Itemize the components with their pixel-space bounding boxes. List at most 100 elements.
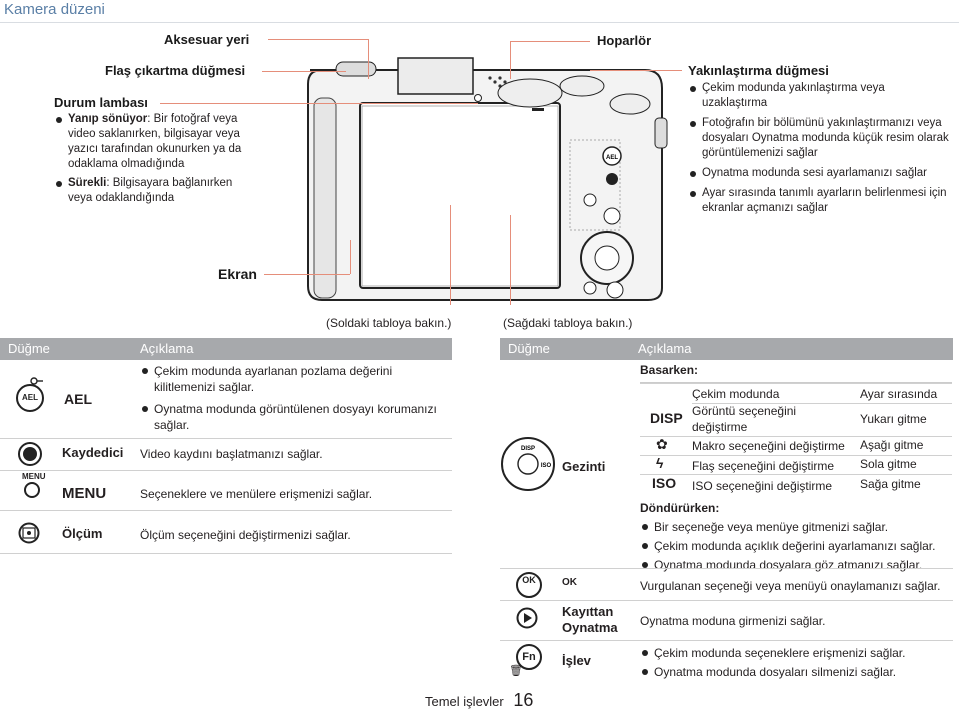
left-table-bottom [0,553,452,554]
ael-button-icon: AEL [16,384,44,412]
zoom-bullet-4: Ayar sırasında tanımlı ayarların belirle… [688,186,953,216]
key-icon [30,377,43,385]
zoom-bullet-3: Oynatma modunda sesi ayarlamanızı sağlar [688,166,953,181]
record-description: Video kaydını başlatmanızı sağlar. [140,447,323,461]
zoom-title: Yakınlaştırma düğmesi [688,63,829,78]
accessory-label: Aksesuar yeri [164,32,250,47]
svg-text:ISO: ISO [541,463,552,469]
inner-rule-4 [640,474,952,475]
metering-icon [18,522,40,544]
metering-description: Ölçüm seçeneğini değiştirmenizi sağlar. [140,528,351,542]
inner-header-shooting: Çekim modunda [692,387,780,401]
screen-label: Ekran [218,266,257,282]
playback-name: Kayıttan Oynatma [562,604,618,635]
zoom-bullet-2: Fotoğrafın bir bölümünü yakınlaştırmanız… [688,116,953,161]
fn-bullet-2: Oynatma modunda dosyaları silmenizi sağl… [640,664,952,680]
right-header-desc: Açıklama [638,341,692,356]
flash-setting: Sola gitme [860,457,917,471]
dondururken-block: Döndürürken: Bir seçeneğe veya menüye gi… [640,500,952,573]
svg-text:DISP: DISP [521,446,535,452]
left-row-divider-1 [0,438,452,439]
leader-screen-v [350,240,351,274]
ael-bullet-1: Çekim modunda ayarlanan pozlama değerini… [140,363,445,395]
right-table-header: Düğme Açıklama [500,338,953,360]
status-lamp-title: Durum lambası [54,95,148,110]
flash-button-label: Flaş çıkartma düğmesi [105,63,246,78]
right-row-divider-2 [500,600,953,601]
page-header: Kamera düzeni [0,0,959,24]
page-number: 16 [513,690,534,710]
basarken-label: Basarken: [640,363,699,377]
ok-button-icon: OK [516,572,542,598]
macro-setting: Aşağı gitme [860,438,924,452]
footer: Temel işlevler 16 [425,690,533,711]
delete-icon: 🗑 [509,665,523,677]
inner-rule-2 [640,436,952,437]
gezinti-name: Gezinti [562,459,606,474]
record-name: Kaydedici [62,445,124,460]
right-row-divider-3 [500,640,953,641]
disp-mode: Görüntü seçeneğini değiştirme [692,404,797,434]
leader-speaker [510,41,590,42]
leader-right-note [510,215,511,305]
menu-description: Seçeneklere ve menülere erişmenizi sağla… [140,487,373,501]
fn-button-icon: Fn [516,644,542,670]
leader-left-note [450,205,451,305]
zoom-bullet-1: Çekim modunda yakınlaştırma veya uzaklaş… [688,81,953,111]
inner-rule-1 [692,403,952,404]
leader-speaker-v [510,41,511,79]
left-row-divider-2 [0,470,452,471]
iso-setting: Sağa gitme [860,477,921,491]
ael-bullet-2: Oynatma modunda görüntülenen dosyayı kor… [140,401,445,433]
iso-icon: ISO [652,475,677,491]
status-bullet-2: Sürekli: Bilgisayara bağlanırken veya od… [54,176,259,206]
dondururken-bullet-2: Çekim modunda açıklık değerini ayarlaman… [640,538,952,554]
camera-ael-label: AEL [606,155,618,161]
leader-status [160,103,478,104]
left-header-button: Düğme [8,341,50,356]
disp-setting: Yukarı gitme [860,412,927,426]
left-table-header: Düğme Açıklama [0,338,452,360]
left-row-divider-3 [0,510,452,511]
menu-small-icon: MENU [22,472,46,481]
inner-header-setting: Ayar sırasında [860,387,938,401]
right-header-button: Düğme [508,341,550,356]
iso-mode: ISO seçeneğini değiştirme [692,479,833,493]
left-table-note: (Soldaki tabloya bakın.) [326,316,452,330]
ael-description: Çekim modunda ayarlanan pozlama değerini… [140,363,445,433]
ok-description: Vurgulanan seçeneği veya menüyü onaylama… [640,579,941,593]
dondururken-bullet-1: Bir seçeneğe veya menüye gitmenizi sağla… [640,519,952,535]
flash-icon: ϟ [656,455,664,471]
status-lamp-block: Durum lambası Yanıp sönüyor: Bir fotoğra… [54,95,259,206]
header-rule [0,22,959,23]
ok-small-icon: OK [562,577,577,588]
leader-screen [264,274,350,275]
metering-name: Ölçüm [62,526,103,541]
macro-icon: ✿ [656,436,668,452]
gezinti-inner-table: Çekim modunda Ayar sırasında DISP Görünt… [640,382,952,495]
fn-name: İşlev [562,653,591,668]
footer-text: Temel işlevler [425,694,504,709]
menu-name: MENU [62,485,107,502]
ael-name: AEL [64,391,92,407]
playback-icon [516,607,538,629]
record-icon [18,442,42,466]
inner-rule-3 [640,455,952,456]
right-row-divider-1 [500,568,953,569]
inner-rule [640,383,952,384]
leader-accessory [268,39,368,40]
disp-icon: DISP [650,410,683,426]
menu-button-icon [24,482,40,498]
playback-description: Oynatma moduna girmenizi sağlar. [640,614,826,628]
leader-flash [262,71,346,72]
zoom-block: Yakınlaştırma düğmesi Çekim modunda yakı… [688,63,953,216]
left-header-desc: Açıklama [140,341,194,356]
macro-mode: Makro seçeneğini değiştirme [692,439,845,453]
right-table-note: (Sağdaki tabloya bakın.) [503,316,633,330]
fn-bullet-1: Çekim modunda seçeneklere erişmenizi sağ… [640,645,952,661]
fn-description: Çekim modunda seçeneklere erişmenizi sağ… [640,645,952,680]
dondururken-bullet-3: Oynatma modunda dosyalara göz atmanızı s… [640,557,952,573]
page-title: Kamera düzeni [4,1,105,18]
status-bullet-1: Yanıp sönüyor: Bir fotoğraf veya video s… [54,112,259,172]
leader-accessory-v [368,39,369,79]
